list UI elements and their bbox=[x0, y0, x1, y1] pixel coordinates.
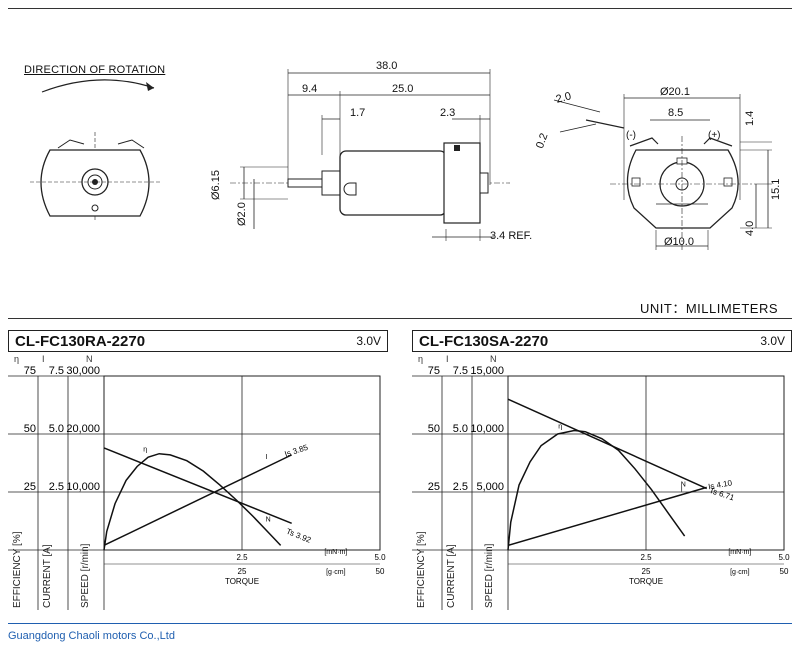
dim-shaft-dia-20: Ø2.0 bbox=[236, 202, 248, 226]
chart2-y-axis-label: EFFICIENCY [%] bbox=[416, 531, 427, 608]
dim-2-3: 2.3 bbox=[440, 107, 456, 119]
chart1-x-tick: 50 bbox=[376, 567, 385, 576]
chart1-y-tick: 5.0 bbox=[49, 423, 64, 435]
front-view-drawing bbox=[30, 79, 160, 222]
top-divider bbox=[8, 8, 792, 9]
chart1-y-axis-label: EFFICIENCY [%] bbox=[12, 531, 23, 608]
chart2-y-tick: 50 bbox=[428, 423, 440, 435]
chart2-voltage: 3.0V bbox=[760, 334, 785, 348]
chart2-y-tick: 2.5 bbox=[453, 481, 468, 493]
chart2-y-tick: 25 bbox=[428, 481, 440, 493]
dim-shaft-length: 9.4 bbox=[302, 83, 318, 95]
chart2-x-tick: 5.0 bbox=[778, 553, 790, 562]
chart2-y-axis-label: CURRENT [A] bbox=[446, 544, 457, 608]
unit-label: UNIT：MILLIMETERS bbox=[640, 301, 779, 316]
chart1-axis-symbol: η bbox=[14, 354, 19, 364]
chart1-y-tick: 10,000 bbox=[66, 481, 100, 493]
chart1-x-unit: [g·cm] bbox=[326, 569, 346, 576]
chart1-y-tick: 75 bbox=[24, 365, 36, 377]
chart2-label-eta: η bbox=[558, 424, 562, 431]
chart2-series-current bbox=[507, 486, 707, 547]
rotation-label: DIRECTION OF ROTATION bbox=[24, 64, 166, 76]
mid-divider bbox=[8, 318, 792, 319]
chart2-series-efficiency bbox=[507, 429, 686, 551]
chart2-label-speed: N bbox=[681, 482, 686, 489]
chart1-y-axis-label: SPEED [r/min] bbox=[80, 543, 91, 608]
chart2-y-axis-label: SPEED [r/min] bbox=[484, 543, 495, 608]
chart2-series-speed bbox=[507, 398, 708, 490]
chart1-x-tick: 2.5 bbox=[236, 553, 248, 562]
chart1-y-tick: 25 bbox=[24, 481, 36, 493]
chart1-voltage: 3.0V bbox=[356, 334, 381, 348]
chart2-y-tick: 5.0 bbox=[453, 423, 468, 435]
chart2-x-tick: 50 bbox=[780, 567, 789, 576]
chart2-y-tick: 7.5 bbox=[453, 365, 468, 377]
chart2-axis-symbol: I bbox=[446, 354, 449, 364]
dim-1-7: 1.7 bbox=[350, 107, 366, 119]
chart1-y-tick: 7.5 bbox=[49, 365, 64, 377]
dim-body-length: 25.0 bbox=[392, 83, 414, 95]
chart2-x-tick: 25 bbox=[642, 567, 651, 576]
chart2-y-tick: 10,000 bbox=[470, 423, 504, 435]
footer-divider bbox=[8, 623, 792, 624]
chart1-y-tick: 20,000 bbox=[66, 423, 100, 435]
terminal-positive: (+) bbox=[708, 130, 721, 141]
chart2-x-unit: [g·cm] bbox=[730, 569, 750, 576]
chart1-x-tick: 25 bbox=[238, 567, 247, 576]
chart1-stall-current: Is 3.85 bbox=[284, 443, 310, 459]
dim-terminal-pitch: 8.5 bbox=[668, 107, 684, 119]
chart2-label-current: I bbox=[681, 486, 683, 493]
chart1-axis-symbol: I bbox=[42, 354, 45, 364]
chart1-label-eta: η bbox=[143, 447, 147, 454]
chart1-title: CL-FC130RA-2270 bbox=[15, 333, 146, 350]
rear-view-drawing bbox=[553, 94, 772, 252]
chart1-label-speed: N bbox=[266, 516, 271, 523]
dim-overall: 38.0 bbox=[376, 60, 398, 72]
chart1-label-current: I bbox=[266, 454, 268, 461]
chart1-y-tick: 50 bbox=[24, 423, 36, 435]
chart2-y-tick: 75 bbox=[428, 365, 440, 377]
dim-ref: 3.4 REF. bbox=[490, 230, 533, 242]
chart1-x-axis-label: TORQUE bbox=[225, 577, 259, 586]
chart1-series-current bbox=[103, 454, 293, 547]
chart2-header: CL-FC130SA-2270 3.0V bbox=[412, 330, 792, 352]
chart2-title: CL-FC130SA-2270 bbox=[419, 333, 549, 350]
side-view-drawing bbox=[230, 69, 510, 241]
dim-shaft-dia-615: Ø6.15 bbox=[210, 170, 222, 200]
chart2-stall-current: Is 4.10 bbox=[708, 478, 734, 491]
chart1-series-speed bbox=[103, 447, 292, 525]
chart1-x-unit: [mN·m] bbox=[324, 549, 347, 556]
chart1-x-tick: 5.0 bbox=[374, 553, 386, 562]
dim-rear-height: 15.1 bbox=[770, 178, 782, 200]
chart1-y-tick: 30,000 bbox=[66, 365, 100, 377]
chart1-y-axis-label: CURRENT [A] bbox=[42, 544, 53, 608]
chart2-x-unit: [mN·m] bbox=[728, 549, 751, 556]
dim-rear-1-4: 1.4 bbox=[744, 110, 756, 126]
chart2-x-tick: 2.5 bbox=[640, 553, 652, 562]
chart1-series-efficiency bbox=[103, 452, 282, 551]
dim-rear-4-0: 4.0 bbox=[744, 220, 756, 236]
chart2-y-tick: 5,000 bbox=[476, 481, 504, 493]
dim-rear-width: Ø20.1 bbox=[660, 86, 690, 98]
chart2-axis-symbol: N bbox=[490, 354, 497, 364]
chart2-y-tick: 15,000 bbox=[470, 365, 504, 377]
chart1-y-tick: 2.5 bbox=[49, 481, 64, 493]
chart2-axis-symbol: η bbox=[418, 354, 423, 364]
dim-bottom-dia: Ø10.0 bbox=[664, 236, 694, 248]
chart1-header: CL-FC130RA-2270 3.0V bbox=[8, 330, 388, 352]
company-name: Guangdong Chaoli motors Co.,Ltd bbox=[8, 630, 175, 642]
terminal-negative: (-) bbox=[626, 130, 636, 141]
chart1-stall-torque: Ts 3.92 bbox=[285, 527, 313, 545]
chart2-x-axis-label: TORQUE bbox=[629, 577, 663, 586]
chart1-axis-symbol: N bbox=[86, 354, 93, 364]
